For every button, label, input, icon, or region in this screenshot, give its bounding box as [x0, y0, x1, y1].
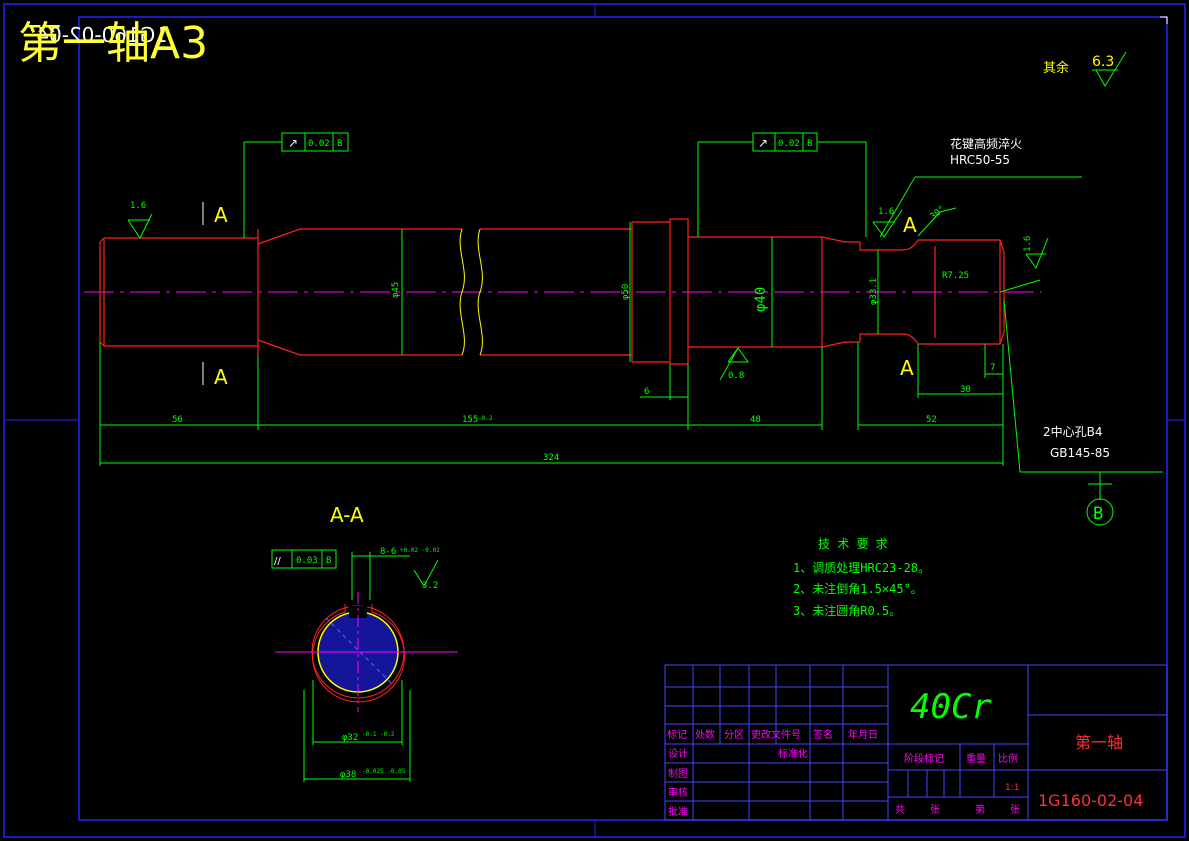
- section-mark-a-top: A: [214, 203, 228, 227]
- svg-text:-0.1 -0.2: -0.1 -0.2: [362, 731, 395, 738]
- dim-r725: R7.25: [942, 271, 969, 281]
- svg-text:0.03: 0.03: [296, 556, 318, 566]
- center-hole-note-2: GB145-85: [1050, 446, 1110, 460]
- section-view: [275, 592, 458, 712]
- roughness-icon: [413, 559, 439, 587]
- dim-7: 7: [990, 363, 995, 373]
- svg-text:处数: 处数: [695, 728, 715, 741]
- drawing-number: 1G160-02-04: [1038, 791, 1143, 810]
- svg-text:比例: 比例: [998, 752, 1018, 765]
- dim-324: 324: [543, 453, 559, 463]
- svg-text:0.8: 0.8: [728, 371, 744, 381]
- tolerance-frame-1: ↗ 0.02 B: [243, 132, 349, 238]
- parallel-icon: //: [274, 556, 281, 567]
- svg-text:1.6: 1.6: [878, 207, 894, 217]
- dim-phi50: φ50: [621, 284, 631, 300]
- svg-text:审核: 审核: [668, 786, 688, 799]
- roughness-symbol-icon: [1095, 51, 1127, 87]
- roughness-icon: [127, 213, 153, 239]
- dim-phi38: φ38: [340, 770, 356, 780]
- dim-48: 48: [750, 415, 761, 425]
- svg-text:设计: 设计: [668, 747, 688, 760]
- svg-text:批准: 批准: [668, 805, 688, 818]
- svg-text:共: 共: [895, 804, 905, 816]
- svg-text:阶段标记: 阶段标记: [904, 752, 944, 765]
- shaft-outline: [99, 218, 1005, 365]
- material-label: 40Cr: [910, 687, 992, 727]
- dim-phi33: φ33.1: [869, 278, 879, 305]
- tolerance-frame-3: // 0.03 B: [271, 549, 337, 569]
- surface-finish-label: 其余: [1043, 60, 1069, 76]
- svg-text:B: B: [807, 139, 812, 149]
- svg-text:1.6: 1.6: [130, 201, 146, 211]
- svg-text:+0.02 -0.02: +0.02 -0.02: [400, 547, 440, 554]
- runout-icon: ↗: [288, 136, 298, 150]
- svg-text:更改文件号: 更改文件号: [751, 728, 801, 741]
- svg-text:重量: 重量: [966, 752, 986, 765]
- mirror-drawing-number: 1G160-02-04: [36, 23, 168, 47]
- dim-155: 155: [462, 415, 478, 425]
- datum-b-circle: [1086, 498, 1114, 526]
- svg-text:分区: 分区: [724, 729, 744, 741]
- break-line-right: [477, 228, 483, 356]
- break-line-left: [459, 228, 465, 356]
- svg-text:张: 张: [1010, 804, 1020, 816]
- spline-note-2: HRC50-55: [950, 153, 1010, 167]
- dim-52: 52: [926, 415, 937, 425]
- dim-angle: 30°: [929, 204, 948, 222]
- dim-6: 6: [644, 387, 649, 397]
- corner-mark: [1160, 16, 1168, 24]
- center-hole-note-1: 2中心孔B4: [1043, 424, 1103, 439]
- roughness-icon: [872, 209, 903, 238]
- datum-b-label: B: [1093, 504, 1103, 524]
- svg-text:第: 第: [975, 803, 985, 816]
- svg-text:制图: 制图: [668, 767, 688, 780]
- dim-phi45: φ45: [391, 282, 401, 298]
- roughness-icon: [727, 347, 749, 363]
- section-title: A-A: [330, 503, 364, 527]
- dim-phi40: φ40: [753, 287, 769, 312]
- svg-text:B: B: [337, 139, 342, 149]
- tech-req-1: 1、调质处理HRC23-28。: [793, 561, 930, 575]
- svg-text:签名: 签名: [813, 728, 833, 741]
- svg-text:标记: 标记: [667, 729, 687, 741]
- tech-req-2: 2、未注倒角1.5×45°。: [793, 581, 923, 596]
- section-mark-a-right-bottom: A: [900, 356, 914, 380]
- dim-56: 56: [172, 415, 183, 425]
- title-block: [664, 664, 1168, 821]
- section-mark-a-bottom: A: [214, 365, 228, 389]
- svg-text:标准化: 标准化: [778, 747, 808, 760]
- dim-key: 8-6: [380, 547, 396, 557]
- tolerance-frame-2: ↗ 0.02 B: [697, 132, 867, 237]
- section-mark-a-right-top: A: [903, 213, 917, 237]
- svg-text:0.02: 0.02: [308, 139, 330, 149]
- scale-value: 1:1: [1005, 783, 1019, 793]
- spline-note-1: 花键高频淬火: [950, 136, 1022, 151]
- drawing-title-overlay: 第一轴A3: [18, 18, 208, 69]
- svg-text:3.2: 3.2: [422, 581, 438, 591]
- svg-text:张: 张: [930, 804, 940, 816]
- tech-req-title: 技 术 要 求: [818, 537, 888, 551]
- dim-phi32: φ32: [342, 733, 358, 743]
- svg-text:B: B: [326, 556, 331, 566]
- tech-req-3: 3、未注圆角R0.5。: [793, 603, 901, 618]
- runout-icon: ↗: [758, 136, 768, 150]
- svg-text:-0.2: -0.2: [478, 415, 493, 422]
- surface-finish-value: 6.3: [1092, 54, 1114, 70]
- svg-text:0.02: 0.02: [778, 139, 800, 149]
- svg-text:年月日: 年月日: [848, 728, 878, 741]
- roughness-icon: [1025, 237, 1049, 270]
- svg-text:-0.025 -0.05: -0.025 -0.05: [362, 768, 406, 775]
- part-name: 第一轴: [1075, 733, 1123, 752]
- dim-30: 30: [960, 385, 971, 395]
- inner-frame: [78, 16, 1168, 821]
- svg-text:1.6: 1.6: [1023, 236, 1033, 252]
